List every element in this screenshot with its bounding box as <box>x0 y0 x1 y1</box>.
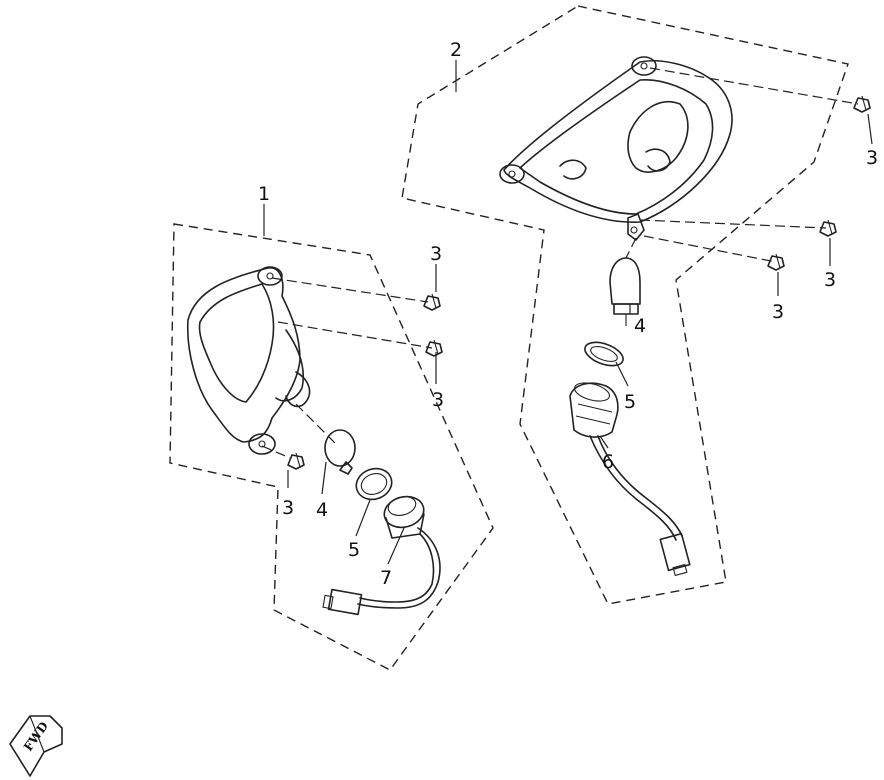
callout-3-top-right: 3 <box>866 147 878 169</box>
callout-5-left: 5 <box>348 539 360 561</box>
callout-5-right: 5 <box>624 391 636 413</box>
forward-direction-arrow-icon: FWD <box>9 715 63 777</box>
assembly-2-dashed-boundary <box>401 5 849 605</box>
right-gasket <box>584 341 624 367</box>
leader-screw-top-right <box>649 67 859 105</box>
assembly-1-group <box>169 223 494 671</box>
callout-2: 2 <box>450 39 462 61</box>
left-gasket <box>355 467 393 501</box>
leader-screw-upper <box>271 277 429 303</box>
leader-screw-middle <box>277 321 433 349</box>
right-socket-harness <box>569 382 691 577</box>
screw-low-right <box>767 253 785 271</box>
screw-mid-right <box>819 219 837 237</box>
leader-screw-mid-right <box>639 219 827 229</box>
callout-3-mid-right: 3 <box>824 269 836 291</box>
left-turn-signal-housing <box>186 266 311 455</box>
callout-3-low-right: 3 <box>772 301 784 323</box>
callout-4-left: 4 <box>316 499 328 521</box>
callout-3-lower-left: 3 <box>282 497 294 519</box>
leader-screw-low-right <box>643 235 777 263</box>
leader-housing-bulb <box>295 403 337 445</box>
callout-3-upper-left: 3 <box>430 243 442 265</box>
callout-4-right: 4 <box>634 315 646 337</box>
assembly-1-dashed-boundary <box>169 223 494 671</box>
screw-lower-left <box>261 445 305 470</box>
screw-middle-left <box>425 339 443 357</box>
fwd-label: FWD <box>21 719 51 754</box>
screw-top-right <box>853 95 871 113</box>
screw-upper-left <box>423 293 441 311</box>
callout-6: 6 <box>602 451 614 473</box>
left-bulb <box>324 429 356 475</box>
callout-3-middle-left: 3 <box>432 389 444 411</box>
right-bulb <box>609 257 641 326</box>
leader-housing-bulb-right <box>625 237 637 259</box>
callout-7: 7 <box>380 567 392 589</box>
right-turn-signal-housing <box>499 56 733 241</box>
assembly-2-group <box>401 5 871 605</box>
left-socket-harness <box>322 495 441 616</box>
callout-1: 1 <box>258 183 270 205</box>
